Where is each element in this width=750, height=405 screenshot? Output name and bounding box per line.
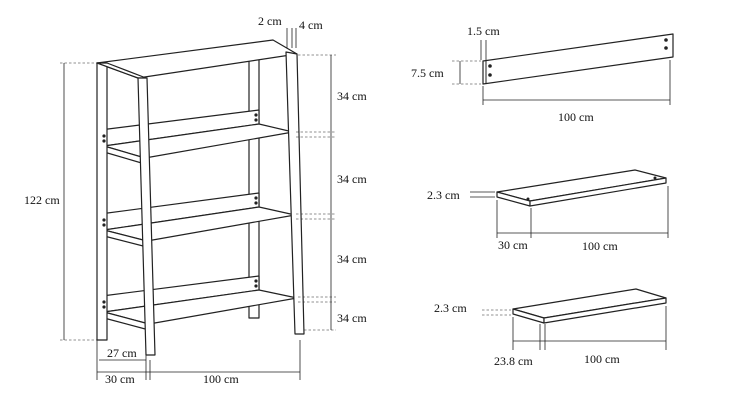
- spacing-3-label: 34 cm: [337, 252, 367, 266]
- board-a-illustration: [496, 169, 667, 207]
- width-label: 100 cm: [203, 372, 239, 386]
- dim-board-a: 2.3 cm 30 cm 100 cm: [427, 186, 669, 253]
- left-front-leg: [137, 77, 156, 356]
- base-inner-label: 27 cm: [107, 346, 137, 360]
- spacing-4-label: 34 cm: [337, 311, 367, 325]
- dim-back-rail: 1.5 cm 7.5 cm 100 cm: [411, 24, 671, 124]
- dim-top-depth: 2 cm 4 cm: [258, 14, 323, 48]
- board-b-side: [543, 297, 667, 324]
- spacing-2-label: 34 cm: [337, 172, 367, 186]
- board-b-length-label: 100 cm: [584, 352, 620, 366]
- base-depth-label: 30 cm: [105, 372, 135, 386]
- board-a-side: [529, 177, 667, 207]
- dim-base: 27 cm 30 cm 100 cm: [96, 340, 301, 386]
- rail-length-label: 100 cm: [558, 110, 594, 124]
- height-label: 122 cm: [24, 193, 60, 207]
- board-a-thickness-label: 2.3 cm: [427, 188, 460, 202]
- board-a-depth-label: 30 cm: [498, 238, 528, 252]
- top-depth-label: 2 cm: [258, 14, 282, 28]
- top-gap-label: 4 cm: [299, 18, 323, 32]
- board-b-depth-label: 23.8 cm: [494, 354, 533, 368]
- back-rail-illustration: [482, 33, 674, 85]
- back-rail-face: [482, 33, 674, 85]
- board-b-illustration: [512, 288, 667, 324]
- dim-height: 122 cm: [24, 62, 97, 341]
- spacing-1-label: 34 cm: [337, 89, 367, 103]
- rail-height-label: 7.5 cm: [411, 66, 444, 80]
- dim-board-b: 2.3 cm 23.8 cm 100 cm: [434, 301, 667, 368]
- left-rear-post: [96, 62, 108, 341]
- dim-spacings: 34 cm 34 cm 34 cm 34 cm: [296, 54, 367, 331]
- right-front-leg: [285, 51, 305, 335]
- board-b-thickness-label: 2.3 cm: [434, 301, 467, 315]
- board-a-length-label: 100 cm: [582, 239, 618, 253]
- bookshelf-illustration: [96, 39, 305, 356]
- rail-thickness-label: 1.5 cm: [467, 24, 500, 38]
